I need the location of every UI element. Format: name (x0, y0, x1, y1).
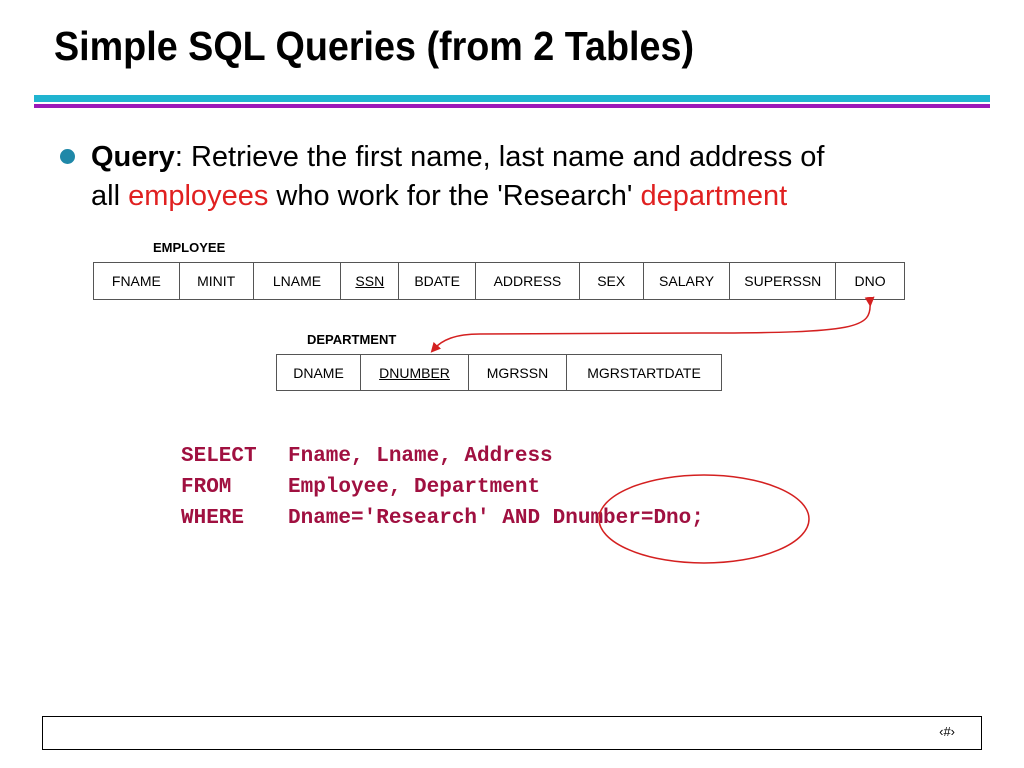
department-table-label: DEPARTMENT (307, 332, 397, 347)
employee-column-sex: SEX (580, 263, 644, 299)
query-text-3: who work for the 'Research' (268, 180, 641, 212)
employee-column-fname: FNAME (94, 263, 180, 299)
slide-title: Simple SQL Queries (from 2 Tables) (54, 23, 695, 69)
title-rule-purple (34, 104, 990, 108)
employee-schema: FNAME MINIT LNAME SSN BDATE ADDRESS SEX SALARY S… (93, 262, 905, 300)
employee-column-label: BDATE (414, 273, 460, 289)
sql-keyword-from: FROM (181, 476, 232, 499)
query-bullet: Query: Retrieve the first name, last nam… (91, 138, 991, 216)
employee-column-label: FNAME (111, 273, 161, 289)
department-schema: DNAME DNUMBER MGRSSN MGRSTARTDATE (276, 354, 722, 391)
department-column-dname: DNAME (277, 355, 361, 390)
department-column-dnumber: DNUMBER (361, 355, 469, 390)
employee-column-superssn: SUPERSSN (730, 263, 837, 299)
employee-column-label: DNO (854, 273, 886, 289)
employee-column-salary: SALARY (644, 263, 731, 299)
query-text-2: all (91, 180, 129, 212)
sql-keyword-where: WHERE (181, 507, 245, 530)
department-column-label: MGRSTARTDATE (587, 364, 701, 381)
employee-column-label: SEX (597, 273, 626, 289)
employee-column-ssn: SSN (341, 263, 400, 299)
department-column-label: DNUMBER (379, 364, 450, 381)
foreign-key-arrow (430, 296, 875, 353)
employee-column-label: ADDRESS (493, 273, 562, 289)
employee-column-dno: DNO (836, 263, 904, 299)
employee-column-label: SSN (355, 273, 385, 289)
footer-box: ‹#› (42, 716, 982, 750)
department-column-label: DNAME (293, 364, 344, 381)
query-text-1: Retrieve the first name, last name and a… (190, 141, 825, 173)
sql-from-list: Employee, Department (288, 476, 541, 499)
sql-query: SELECT Fname, Lname, Address FROM Employee… (181, 441, 704, 534)
highlight-employees: employees (128, 180, 269, 212)
query-label: Query (91, 141, 175, 173)
employee-column-label: LNAME (272, 273, 322, 289)
department-column-mgrstartdate: MGRSTARTDATE (567, 355, 721, 390)
employee-column-lname: LNAME (254, 263, 342, 299)
employee-column-label: SUPERSSN (744, 273, 822, 289)
sql-where-clause: Dname='Research' AND Dnumber=Dno; (288, 507, 704, 530)
bullet-dot-icon (60, 149, 75, 164)
employee-column-minit: MINIT (180, 263, 254, 299)
employee-column-bdate: BDATE (399, 263, 477, 299)
department-column-mgrssn: MGRSSN (469, 355, 567, 390)
employee-column-label: SALARY (659, 273, 715, 289)
title-rule-cyan (34, 95, 990, 102)
sql-keyword-select: SELECT (181, 445, 257, 468)
employee-table-label: EMPLOYEE (153, 240, 226, 255)
employee-column-label: MINIT (197, 273, 236, 289)
highlight-department: department (640, 180, 788, 212)
employee-column-address: ADDRESS (476, 263, 580, 299)
department-column-label: MGRSSN (486, 364, 549, 381)
page-number: ‹#› (939, 724, 955, 739)
query-sep: : (174, 141, 191, 173)
sql-select-list: Fname, Lname, Address (288, 445, 553, 468)
